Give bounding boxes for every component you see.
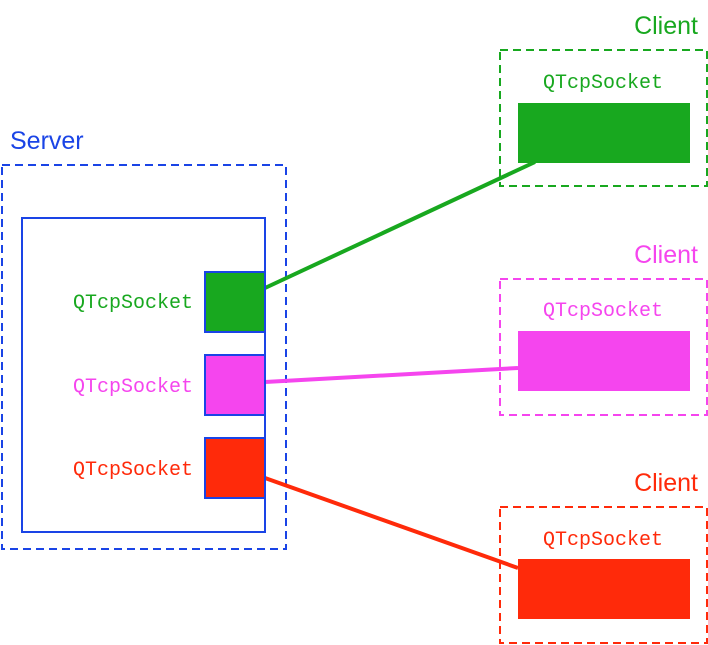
client-socket-block-green bbox=[518, 103, 690, 163]
client-box-green bbox=[499, 49, 708, 187]
client-title-green: Client bbox=[634, 12, 698, 40]
server-socket-label-green: QTcpSocket bbox=[73, 292, 193, 315]
client-title-red: Client bbox=[634, 469, 698, 497]
client-socket-label-magenta: QTcpSocket bbox=[543, 300, 663, 323]
server-socket-block-green bbox=[204, 271, 266, 333]
client-socket-label-red: QTcpSocket bbox=[543, 529, 663, 552]
client-title-magenta: Client bbox=[634, 241, 698, 269]
connection-line-red bbox=[264, 476, 519, 570]
server-title: Server bbox=[10, 127, 84, 155]
server-outer-box bbox=[1, 164, 287, 550]
connection-line-green bbox=[264, 160, 536, 290]
server-socket-label-magenta: QTcpSocket bbox=[73, 376, 193, 399]
client-socket-block-magenta bbox=[518, 331, 690, 391]
connection-line-magenta bbox=[264, 366, 519, 384]
client-box-red bbox=[499, 506, 708, 644]
server-socket-label-red: QTcpSocket bbox=[73, 459, 193, 482]
client-socket-label-green: QTcpSocket bbox=[543, 72, 663, 95]
server-socket-block-magenta bbox=[204, 354, 266, 416]
client-socket-block-red bbox=[518, 559, 690, 619]
client-box-magenta bbox=[499, 278, 708, 416]
server-socket-block-red bbox=[204, 437, 266, 499]
